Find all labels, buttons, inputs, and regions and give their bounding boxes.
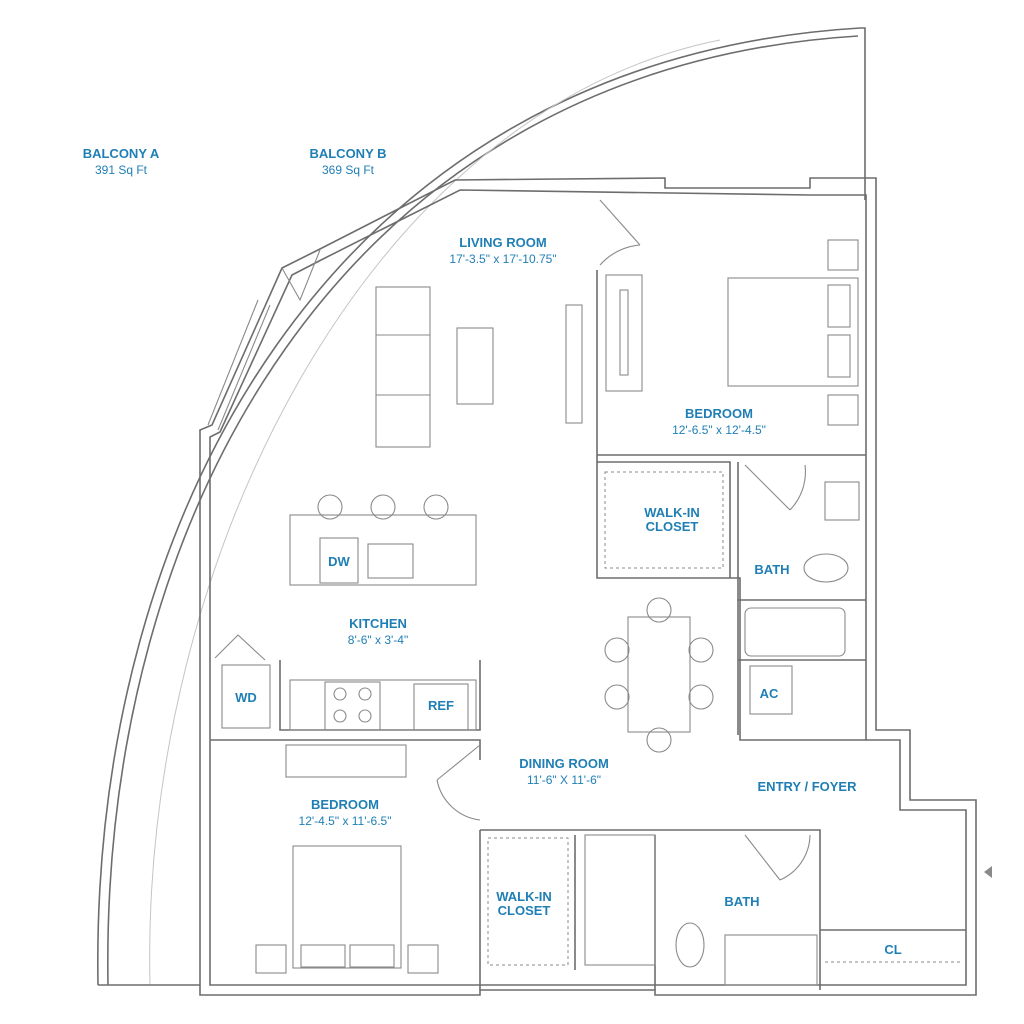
nightstand — [827, 394, 859, 426]
walk-in-closet-2-label-2: CLOSET — [498, 903, 551, 918]
exterior-walls — [199, 177, 977, 996]
wd-label: WD — [235, 690, 257, 705]
sofa — [375, 286, 431, 448]
bed-2 — [292, 845, 402, 969]
walk-in-closet-2-label: WALK-IN — [496, 889, 552, 904]
tv-console — [565, 304, 583, 424]
bathtub — [744, 607, 846, 657]
bath-1-label: BATH — [754, 562, 789, 577]
ref-label: REF — [428, 698, 454, 713]
sink — [367, 543, 414, 579]
coffee-table — [456, 327, 494, 405]
living-room-size: 17'-3.5" x 17'-10.75" — [449, 252, 556, 266]
closet-label: CL — [884, 942, 901, 957]
ac-unit — [749, 665, 793, 715]
toilet — [803, 553, 849, 583]
bedroom-1-size: 12'-6.5" x 12'-4.5" — [672, 423, 766, 437]
dining-room-size: 11'-6" X 11'-6" — [527, 773, 601, 787]
interior-walls — [210, 199, 966, 990]
bath-2-label: BATH — [724, 894, 759, 909]
furniture — [214, 239, 992, 986]
room-labels: BALCONY A 391 Sq Ft BALCONY B 369 Sq Ft … — [83, 146, 902, 957]
washer-dryer — [221, 664, 271, 729]
bedroom-1-label: BEDROOM — [685, 406, 753, 421]
dresser-2 — [285, 744, 407, 778]
walk-in-closet-1-label-2: CLOSET — [646, 519, 699, 534]
bedroom-2-label: BEDROOM — [311, 797, 379, 812]
dining-table — [627, 616, 691, 733]
nightstand — [827, 239, 859, 271]
refrigerator — [413, 683, 469, 731]
stove — [324, 681, 381, 731]
balcony-b-label: BALCONY B — [309, 146, 386, 161]
ac-label: AC — [760, 686, 779, 701]
walk-in-closet-1-label: WALK-IN — [644, 505, 700, 520]
toilet-2 — [675, 922, 705, 968]
balcony-a-size: 391 Sq Ft — [95, 163, 148, 177]
balcony-a-label: BALCONY A — [83, 146, 160, 161]
kitchen-island — [289, 514, 477, 586]
kitchen-size: 8'-6" x 3'-4" — [348, 633, 408, 647]
living-room-label: LIVING ROOM — [459, 235, 546, 250]
shower — [584, 834, 656, 966]
dresser — [605, 274, 643, 392]
counter — [289, 679, 477, 731]
balcony-b-size: 369 Sq Ft — [322, 163, 375, 177]
vanity — [724, 934, 818, 986]
dining-room-label: DINING ROOM — [519, 756, 609, 771]
entry-marker-icon — [984, 866, 992, 878]
bath-sink — [824, 481, 860, 521]
balcony-outline — [97, 27, 866, 986]
entry-foyer-label: ENTRY / FOYER — [758, 779, 858, 794]
bedroom-2-size: 12'-4.5" x 11'-6.5" — [299, 814, 392, 828]
kitchen-label: KITCHEN — [349, 616, 407, 631]
bed-1 — [727, 277, 859, 387]
dw-label: DW — [328, 554, 350, 569]
